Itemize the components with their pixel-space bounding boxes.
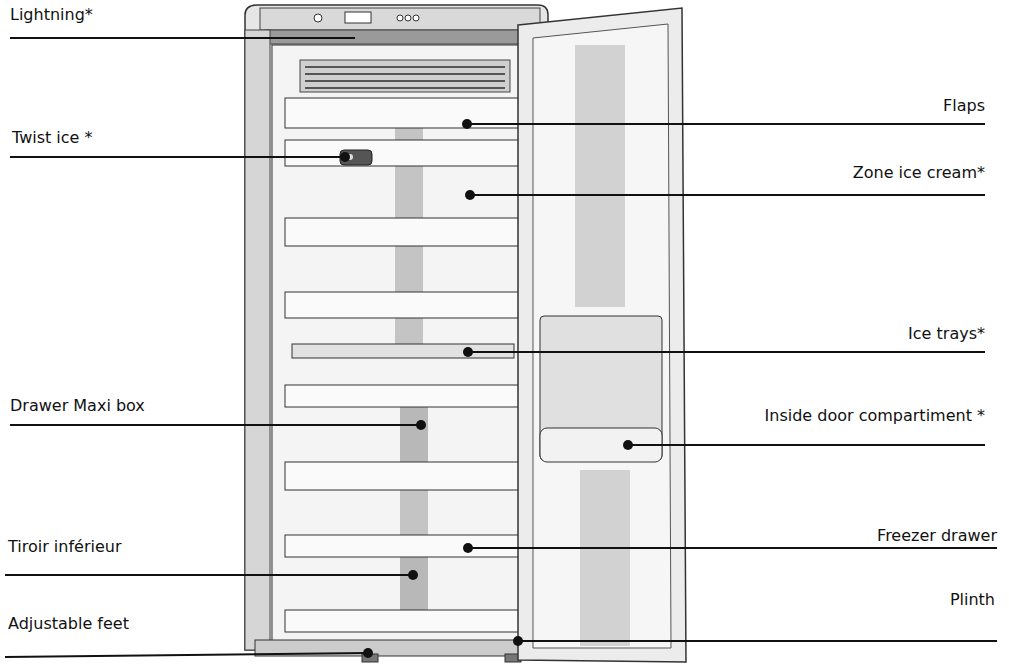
control-button	[397, 15, 403, 21]
door-inner	[533, 24, 671, 648]
leader-line	[5, 653, 368, 657]
vent-slats	[305, 67, 505, 88]
leader-dot	[463, 543, 473, 553]
leader-line	[470, 194, 985, 196]
part-label: Adjustable feet	[8, 614, 129, 633]
control-button	[413, 15, 419, 21]
part-label: Drawer Maxi box	[10, 396, 145, 415]
leader-line	[10, 424, 421, 426]
leader-dot	[363, 648, 373, 658]
drawer-recess	[400, 407, 428, 462]
drawer-front	[285, 535, 520, 557]
door-strip	[580, 470, 630, 646]
leader-line	[468, 351, 985, 353]
door-strip	[575, 45, 625, 307]
drawer-recess	[400, 557, 428, 610]
leader-dot	[408, 570, 418, 580]
part-label: Inside door compartiment *	[765, 406, 985, 425]
leader-dot	[462, 119, 472, 129]
part-label: Freezer drawer	[877, 526, 997, 545]
drawer-front	[285, 218, 520, 246]
drawer-front	[285, 292, 520, 318]
leader-dot	[465, 190, 475, 200]
leader-dot	[463, 347, 473, 357]
part-label: Flaps	[943, 96, 985, 115]
flap	[285, 140, 520, 166]
part-label: Ice trays*	[908, 324, 985, 343]
leader-line	[10, 37, 355, 39]
leader-dot	[340, 152, 350, 162]
interior	[272, 45, 534, 642]
leader-line	[467, 123, 985, 125]
leader-line	[468, 547, 997, 549]
part-label: Plinth	[950, 590, 995, 609]
drawer-recess	[400, 490, 428, 535]
part-label: Zone ice cream*	[853, 163, 985, 182]
drawer-front	[285, 462, 520, 490]
drawer-front	[285, 610, 520, 632]
vent-grille	[300, 60, 510, 92]
part-label: Twist ice *	[12, 128, 93, 147]
part-label: Tiroir inférieur	[8, 537, 122, 556]
leader-line	[5, 574, 413, 576]
side-panel	[245, 30, 270, 650]
leader-dots	[340, 119, 633, 658]
twist-ice	[340, 150, 372, 165]
leader-dot	[416, 420, 426, 430]
leader-dot	[513, 636, 523, 646]
display	[345, 12, 371, 23]
control-button	[405, 15, 411, 21]
drawer-recess	[395, 318, 423, 344]
part-label: Lightning*	[10, 5, 93, 24]
cabinet-body	[245, 5, 548, 650]
drawer-recess	[395, 166, 423, 218]
control-panel	[260, 8, 540, 30]
leader-line	[10, 156, 345, 158]
leader-line	[518, 640, 997, 642]
control-knob	[314, 14, 322, 22]
drawer-recess	[395, 128, 423, 140]
drawer-front	[285, 385, 520, 407]
leader-line	[628, 444, 985, 446]
door	[518, 8, 686, 662]
leader-lines	[5, 38, 997, 657]
leader-dot	[623, 440, 633, 450]
drawer-recess	[395, 246, 423, 292]
